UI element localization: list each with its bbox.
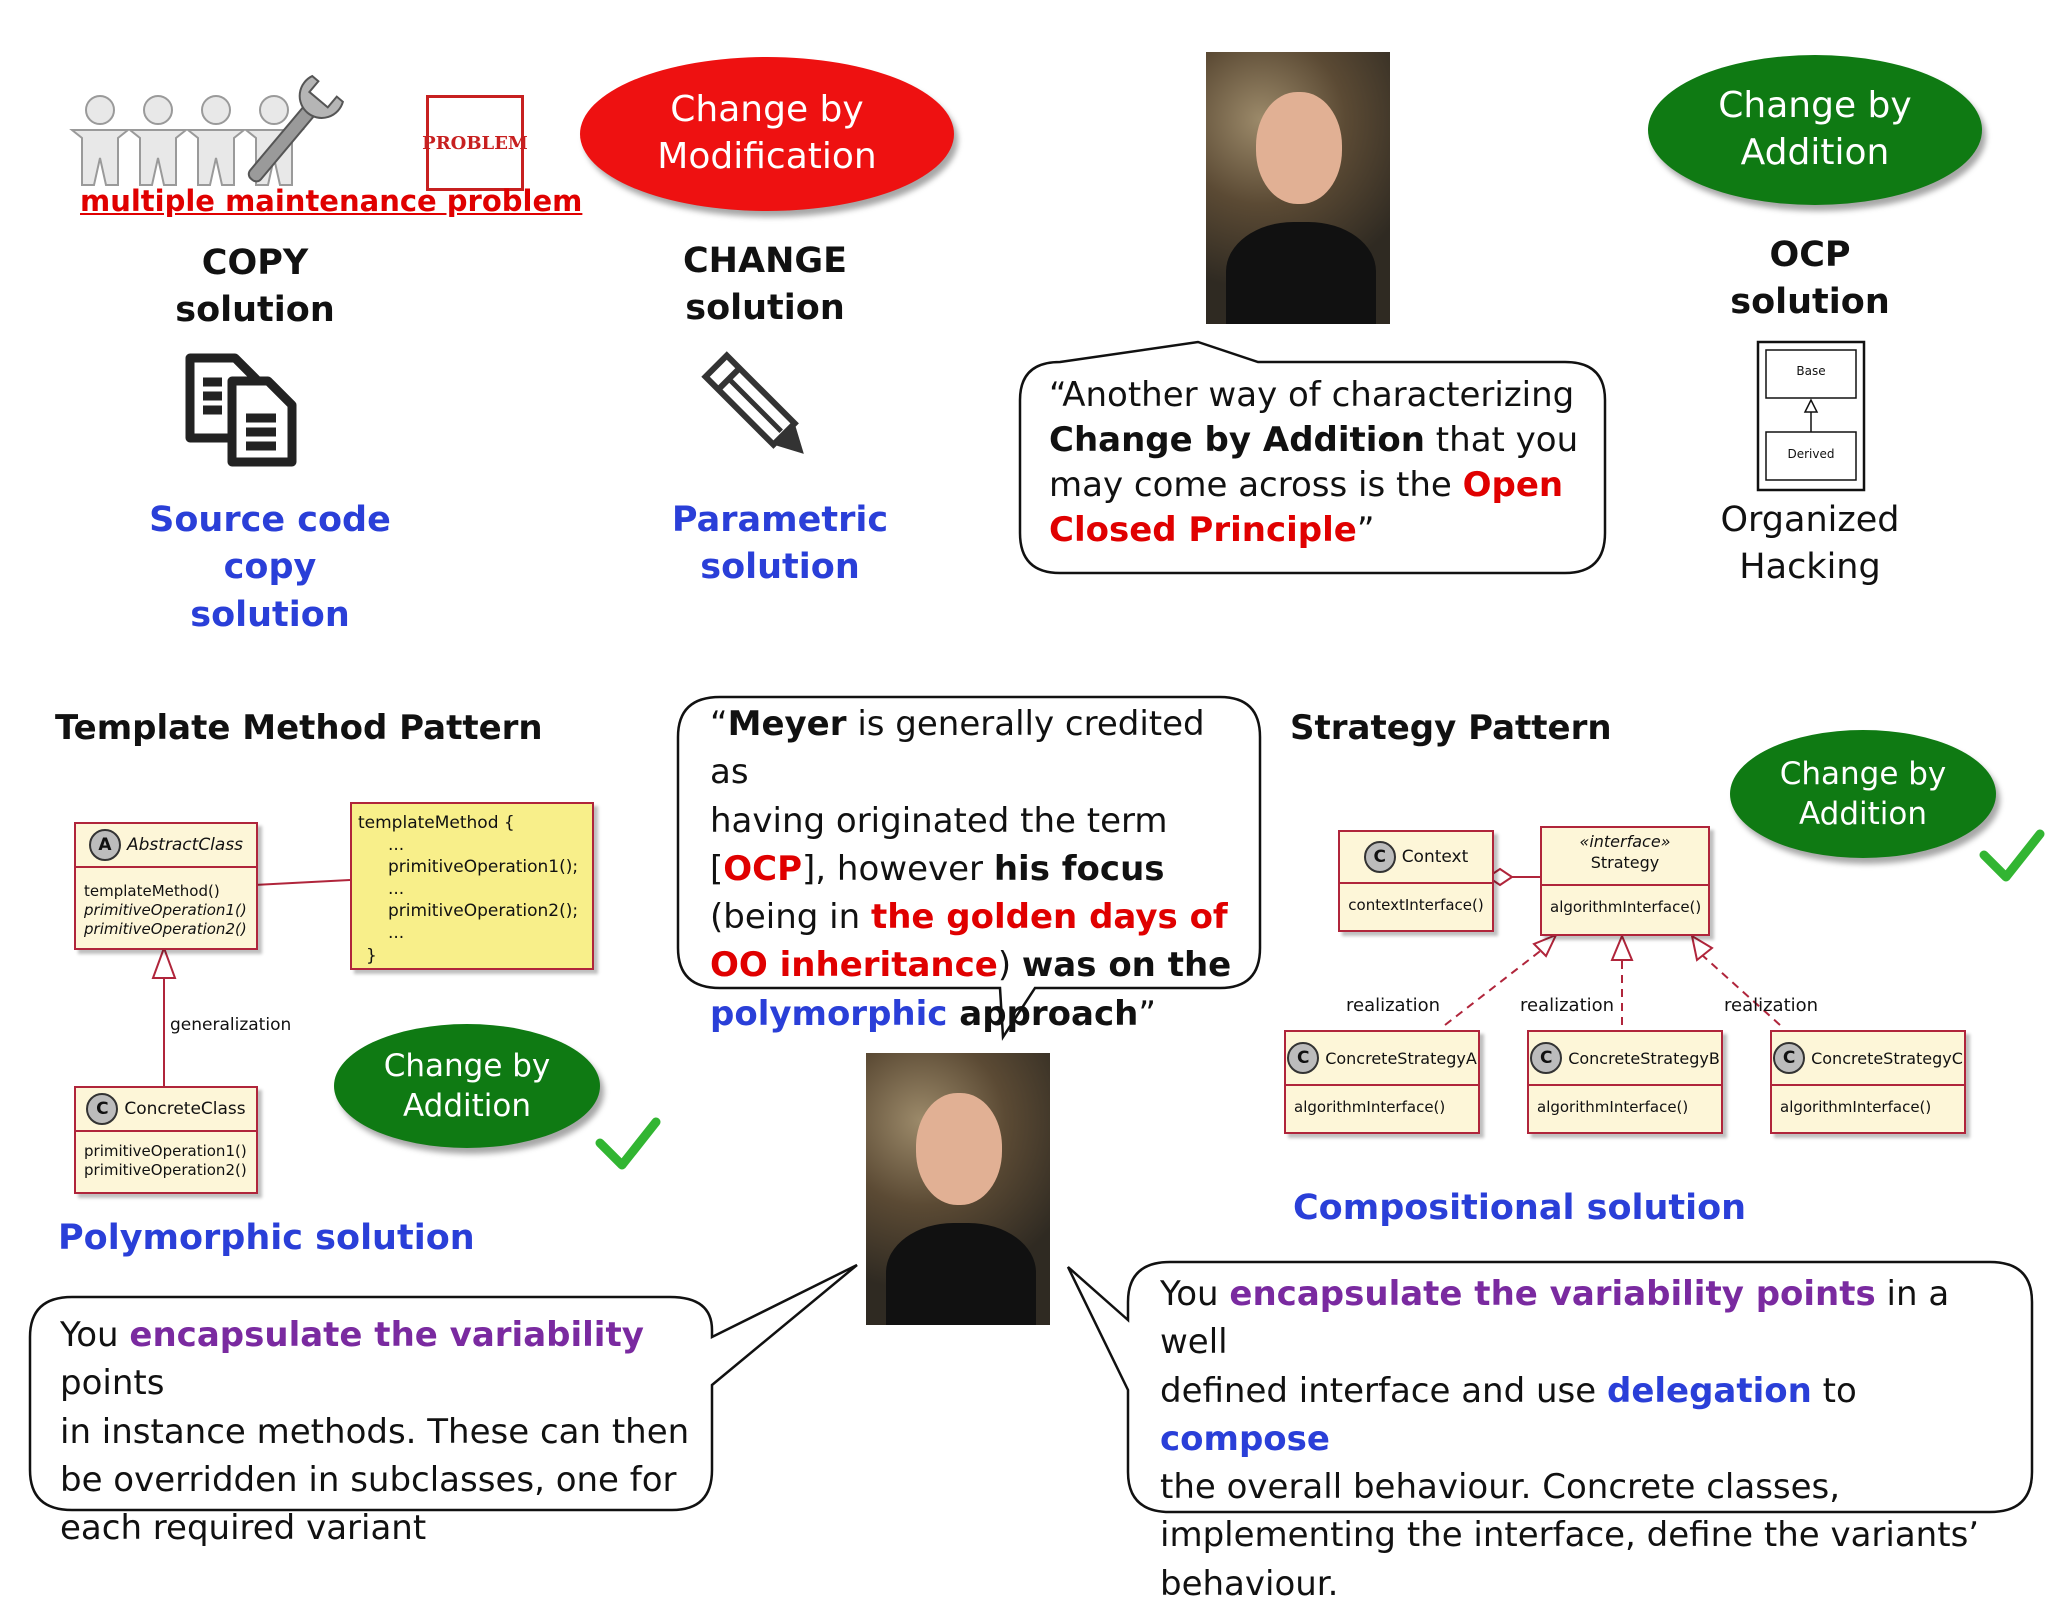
template-method-heading: Template Method Pattern xyxy=(55,708,543,748)
template-bubble-text: You encapsulate the variability points i… xyxy=(60,1315,690,1549)
class-icon: C xyxy=(1363,841,1396,873)
abstract-class-icon: A xyxy=(88,829,121,861)
realization-label-c: realization xyxy=(1724,995,1819,1016)
problem-sign: PROBLEM xyxy=(422,95,528,191)
wrench-icon xyxy=(247,74,345,183)
class-icon: C xyxy=(1773,1042,1806,1074)
copy-documents-icon xyxy=(185,353,297,467)
pencil-icon xyxy=(701,351,804,454)
context-class-box: C Context contextInterface() xyxy=(1338,830,1494,932)
ocp-derived-label: Derived xyxy=(1787,447,1835,461)
realization-line-c xyxy=(1701,954,1781,1026)
portrait-photo-bottom xyxy=(866,1053,1050,1325)
ocp-quote-bubble-outline xyxy=(1018,340,1607,575)
bubbles-layer xyxy=(28,74,2045,1514)
meyer-quote-bubble-outline xyxy=(676,695,1262,1041)
strategy-pattern-heading: Strategy Pattern xyxy=(1290,708,1612,748)
concrete-class-box: C ConcreteClass primitiveOperation1() pr… xyxy=(74,1086,258,1194)
compositional-solution-label: Compositional solution xyxy=(1293,1188,1747,1228)
checkmark-icon xyxy=(1979,829,2045,882)
polymorphic-solution-label: Polymorphic solution xyxy=(58,1218,475,1258)
template-bubble-outline xyxy=(28,1263,858,1512)
generalization-arrowhead xyxy=(151,945,177,979)
realization-label-a: realization xyxy=(1346,995,1441,1016)
class-icon: C xyxy=(86,1093,119,1125)
abstract-class-box: A AbstractClass templateMethod() primiti… xyxy=(74,822,258,950)
concrete-strategy-c-box: C ConcreteStrategyC algorithmInterface() xyxy=(1770,1030,1966,1134)
portrait-photo-top xyxy=(1206,52,1390,324)
generalization-label: generalization xyxy=(170,1015,292,1035)
meyer-quote-text: “Meyer is generally credited as having o… xyxy=(710,704,1232,1034)
multiple-maintenance-caption: multiple maintenance problem xyxy=(80,184,583,218)
class-icon: C xyxy=(1287,1042,1320,1074)
strategy-bubble-outline xyxy=(1066,1260,2034,1514)
realization-label-b: realization xyxy=(1520,995,1615,1016)
concrete-strategy-a-box: C ConcreteStrategyA algorithmInterface() xyxy=(1284,1030,1480,1134)
ocp-quote-text: “Another way of characterizing Change by… xyxy=(1049,375,1579,550)
template-note: templateMethod { ... primitiveOperation1… xyxy=(350,802,594,970)
strategy-bubble-text: You encapsulate the variability points i… xyxy=(1160,1274,1980,1604)
checkmark-icon xyxy=(595,1117,661,1170)
aggregation-diamond xyxy=(1486,867,1514,887)
concrete-strategy-b-box: C ConcreteStrategyB algorithmInterface() xyxy=(1527,1030,1723,1134)
strategy-interface-box: «interface» Strategy algorithmInterface(… xyxy=(1540,826,1710,936)
class-icon: C xyxy=(1530,1042,1563,1074)
note-connector xyxy=(253,879,351,886)
realization-line-a xyxy=(1444,944,1549,1026)
ocp-base-label: Base xyxy=(1796,364,1826,378)
